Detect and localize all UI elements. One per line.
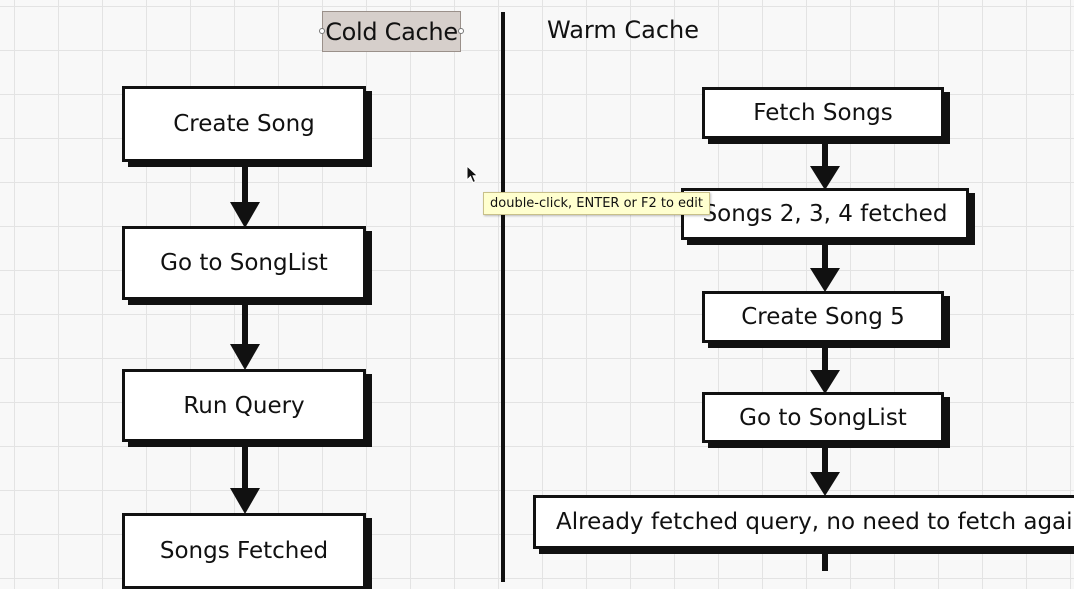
arrow-head [810, 370, 840, 394]
column-divider [501, 12, 505, 582]
selection-handle-right[interactable] [458, 28, 464, 34]
flow-box-go-to-songlist-warm[interactable]: Go to SongList [702, 392, 944, 443]
flow-box-go-to-songlist[interactable]: Go to SongList [122, 226, 366, 300]
selection-handle-left[interactable] [319, 28, 325, 34]
flow-box-fetch-songs[interactable]: Fetch Songs [702, 87, 944, 139]
arrow-head [810, 166, 840, 190]
flow-box-already-fetched[interactable]: Already fetched query, no need to fetch … [533, 495, 1074, 549]
flow-box-songs-fetched[interactable]: Songs Fetched [122, 513, 366, 589]
flow-box-create-song-5[interactable]: Create Song 5 [702, 291, 944, 343]
cold-cache-title[interactable]: Cold Cache [322, 11, 461, 52]
arrow-head [230, 488, 260, 514]
arrow-head [230, 202, 260, 228]
arrow-head [230, 344, 260, 370]
flow-box-create-song[interactable]: Create Song [122, 86, 366, 162]
warm-cache-title[interactable]: Warm Cache [547, 16, 699, 44]
arrow-head [810, 472, 840, 496]
flow-arrows [230, 140, 840, 571]
flow-box-songs-fetched-2-3-4[interactable]: Songs 2, 3, 4 fetched [681, 188, 969, 240]
edit-tooltip: double-click, ENTER or F2 to edit [483, 192, 711, 215]
flow-box-run-query[interactable]: Run Query [122, 369, 366, 442]
mouse-pointer-icon [466, 165, 479, 184]
arrow-head [810, 268, 840, 292]
